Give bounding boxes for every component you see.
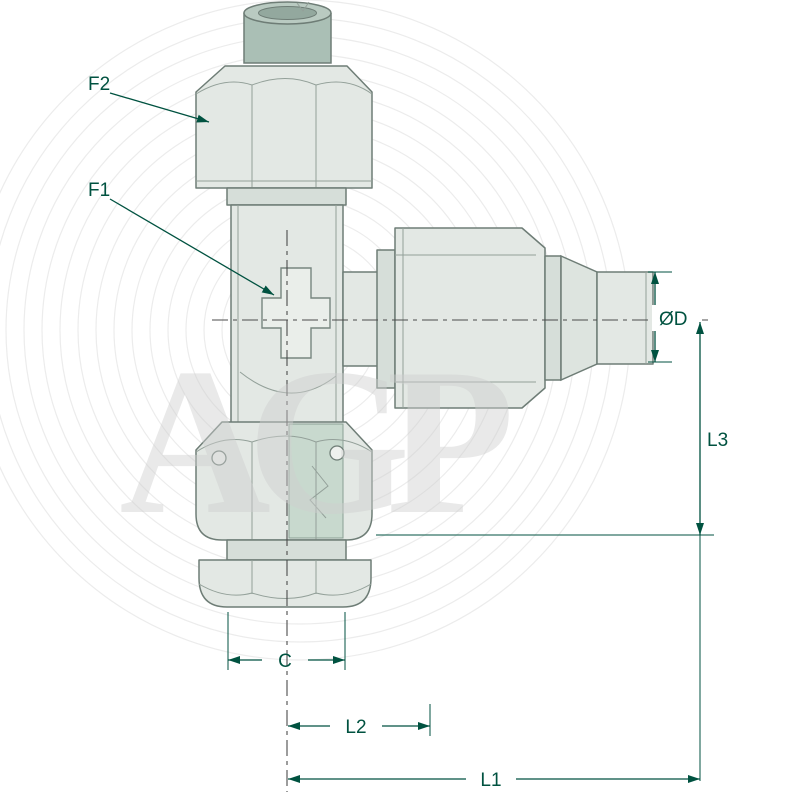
top-pipe <box>243 13 332 64</box>
right-cone <box>560 254 598 382</box>
cross-section-port <box>261 267 331 359</box>
label-od: ØD <box>659 309 688 330</box>
label-f2: F2 <box>88 74 110 95</box>
right-union-nut <box>394 227 546 409</box>
label-c: C <box>278 651 292 672</box>
bottom-hex-facet-lines <box>251 560 317 594</box>
top-nut-facet-lines <box>196 85 372 188</box>
top-pipe-bore <box>258 6 317 20</box>
leader-f2 <box>109 92 210 123</box>
body-wall-lines <box>237 205 337 424</box>
bottom-insert-break-line <box>309 465 329 519</box>
branch-connector <box>342 271 380 367</box>
top-pipe-notch <box>296 1 310 12</box>
weep-hole-right <box>329 445 345 461</box>
label-l3: L3 <box>707 430 728 451</box>
label-f1: F1 <box>88 180 110 201</box>
dimensions: F2 F1 ØD L3 C L2 L1 <box>88 74 728 791</box>
top-union-nut <box>195 65 373 189</box>
fitting-drawing <box>195 1 654 608</box>
watermark-text: AGP <box>119 326 509 558</box>
bottom-hex-nut <box>198 559 372 608</box>
body-internal-arc <box>239 371 337 394</box>
label-l1: L1 <box>480 770 501 791</box>
right-nut-facet-lines <box>395 228 536 408</box>
top-nut-chamfer-arcs <box>195 78 373 95</box>
leader-f1 <box>109 198 275 296</box>
weep-hole-left <box>211 450 227 466</box>
bottom-nut-facet-lines <box>251 442 317 540</box>
od-label-bg <box>652 305 702 331</box>
right-pipe <box>596 271 654 365</box>
bottom-hex-chamfer-arcs <box>198 583 372 599</box>
bottom-nut-chamfer-arcs <box>195 435 373 453</box>
label-l2: L2 <box>345 717 366 738</box>
right-flange <box>544 255 562 381</box>
top-washer <box>226 187 347 206</box>
